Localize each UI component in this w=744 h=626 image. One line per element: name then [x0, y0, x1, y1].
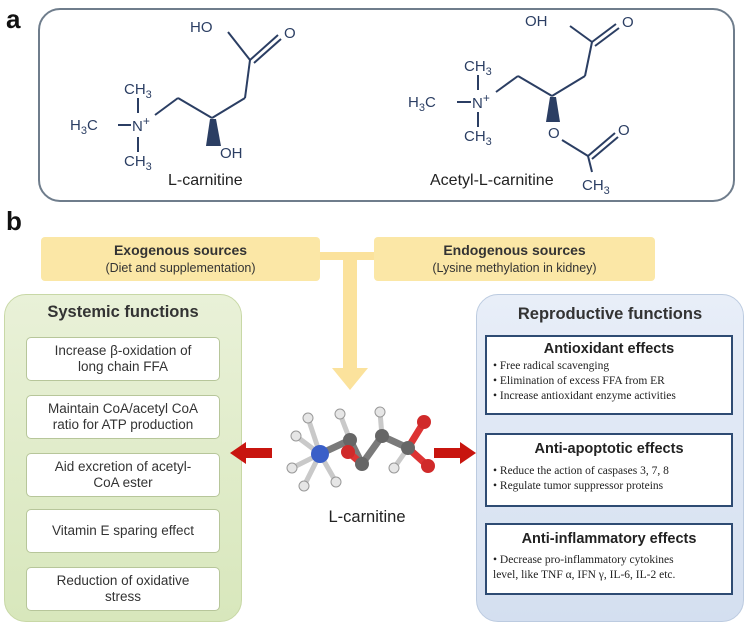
antioxidant-effects-box: Antioxidant effects Free radical scaveng…: [485, 335, 733, 415]
systemic-item: Vitamin E sparing effect: [26, 509, 220, 553]
atom-ho: HO: [190, 19, 213, 36]
atom-ch3-bottom-acetyl: CH3: [464, 128, 492, 148]
systemic-functions-panel: Systemic functions Increase β-oxidation …: [4, 294, 242, 622]
list-item: Reduce the action of caspases 3, 7, 8: [493, 464, 731, 479]
systemic-item: Aid excretion of acetyl-CoA ester: [26, 453, 220, 497]
exogenous-sources-box: Exogenous sources (Diet and supplementat…: [41, 237, 320, 281]
acetyl-l-carnitine-label: Acetyl-L-carnitine: [430, 172, 554, 189]
molecule-structures-box: [38, 8, 735, 202]
l-carnitine-bonds: [118, 31, 282, 152]
endogenous-sources-box: Endogenous sources (Lysine methylation i…: [374, 237, 655, 281]
l-carnitine-wedge-bond: [206, 119, 221, 146]
atom-h3c: H3C: [70, 117, 98, 137]
atom-n-acetyl: N+: [472, 91, 490, 112]
atom-ch3-bottom: CH3: [124, 153, 152, 173]
list-item: • Decrease pro-inflammatory cytokines: [493, 554, 674, 566]
atom-ch3-top: CH3: [124, 81, 152, 101]
reproductive-functions-panel: Reproductive functions Antioxidant effec…: [476, 294, 744, 622]
atom-ch3-top-acetyl: CH3: [464, 58, 492, 78]
list-item: Increase antioxidant enzyme activities: [493, 389, 731, 404]
acetyl-l-carnitine-bonds: [457, 23, 620, 173]
panel-a-letter: a: [6, 4, 21, 34]
systemic-functions-title: Systemic functions: [47, 303, 199, 321]
anti-inflammatory-effects-title: Anti-inflammatory effects: [521, 531, 697, 547]
atom-oh-acetyl: OH: [525, 13, 548, 30]
atom-o-right-acetyl: O: [618, 122, 630, 139]
panel-b-letter: b: [6, 206, 22, 236]
antioxidant-effects-title: Antioxidant effects: [543, 341, 675, 357]
anti-inflammatory-effects-box: Anti-inflammatory effects • Decrease pro…: [485, 523, 733, 595]
list-item: Free radical scavenging: [493, 359, 731, 374]
molecule-structures-svg: HO O CH3 H3C N+ CH3 OH OH O CH3 H3C N+ C…: [70, 13, 634, 197]
l-carnitine-center-label: L-carnitine: [328, 508, 406, 526]
list-item: level, like TNF α, IFN γ, IL-6, IL-2 etc…: [493, 569, 676, 581]
anti-apoptotic-effects-title: Anti-apoptotic effects: [534, 441, 684, 457]
exogenous-title: Exogenous sources: [113, 242, 248, 258]
endogenous-title: Endogenous sources: [443, 242, 586, 258]
l-carnitine-label: L-carnitine: [168, 172, 243, 189]
anti-apoptotic-effects-box: Anti-apoptotic effects Reduce the action…: [485, 433, 733, 507]
atom-n: N+: [132, 114, 150, 135]
atom-o-top-acetyl: O: [622, 14, 634, 31]
acetyl-wedge-bond: [546, 97, 560, 122]
endogenous-subtitle: (Lysine methylation in kidney): [432, 261, 597, 275]
exogenous-subtitle: (Diet and supplementation): [105, 261, 256, 275]
atom-h3c-acetyl: H3C: [408, 94, 436, 114]
atom-o-mid-acetyl: O: [548, 125, 560, 142]
right-arrow-icon: [434, 442, 476, 464]
atom-ch3-end-acetyl: CH3: [582, 177, 610, 197]
list-item: Regulate tumor suppressor proteins: [493, 479, 731, 494]
left-arrow-icon: [230, 442, 272, 464]
atom-o: O: [284, 25, 296, 42]
atom-oh: OH: [220, 145, 243, 162]
reproductive-functions-title: Reproductive functions: [517, 305, 703, 323]
l-carnitine-3d-model-icon: [286, 406, 435, 492]
list-item: Elimination of excess FFA from ER: [493, 374, 731, 389]
